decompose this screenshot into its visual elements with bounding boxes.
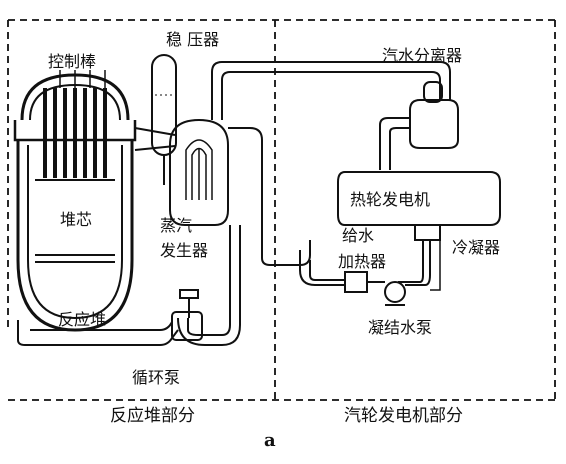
steam-piping (211, 61, 451, 120)
section-borders (7, 19, 556, 401)
feed-heater (344, 271, 368, 293)
label-reactor: 反应堆 (58, 310, 107, 329)
figure-label: a (264, 430, 276, 451)
label-separator: 汽水分离器 (382, 46, 463, 65)
label-circulation-pump: 循环泵 (132, 368, 181, 387)
label-control-rod: 控制棒 (48, 52, 97, 71)
label-steam-generator-line1: 蒸汽 (160, 216, 193, 235)
label-core: 堆芯 (60, 210, 93, 229)
label-steam-generator-line2: 发生器 (160, 241, 209, 260)
condensate-pump (384, 240, 431, 306)
label-condensate-pump: 凝结水泵 (368, 318, 433, 337)
control-rods (43, 88, 107, 178)
label-turbine-section: 汽轮发电机部分 (344, 406, 463, 426)
separator (379, 81, 459, 170)
circulation-pump (171, 311, 203, 341)
label-turbine-generator: 热轮发电机 (350, 190, 431, 209)
label-condenser: 冷凝器 (452, 238, 501, 257)
label-pressurizer: 稳 压器 (166, 30, 220, 49)
pressurizer (151, 54, 177, 185)
label-feed-heater-line1: 给水 (342, 226, 375, 245)
label-reactor-section: 反应堆部分 (110, 406, 195, 426)
steam-generator (169, 118, 229, 226)
feedwater-piping (228, 127, 345, 286)
label-feed-heater-line2: 加热器 (338, 252, 387, 271)
